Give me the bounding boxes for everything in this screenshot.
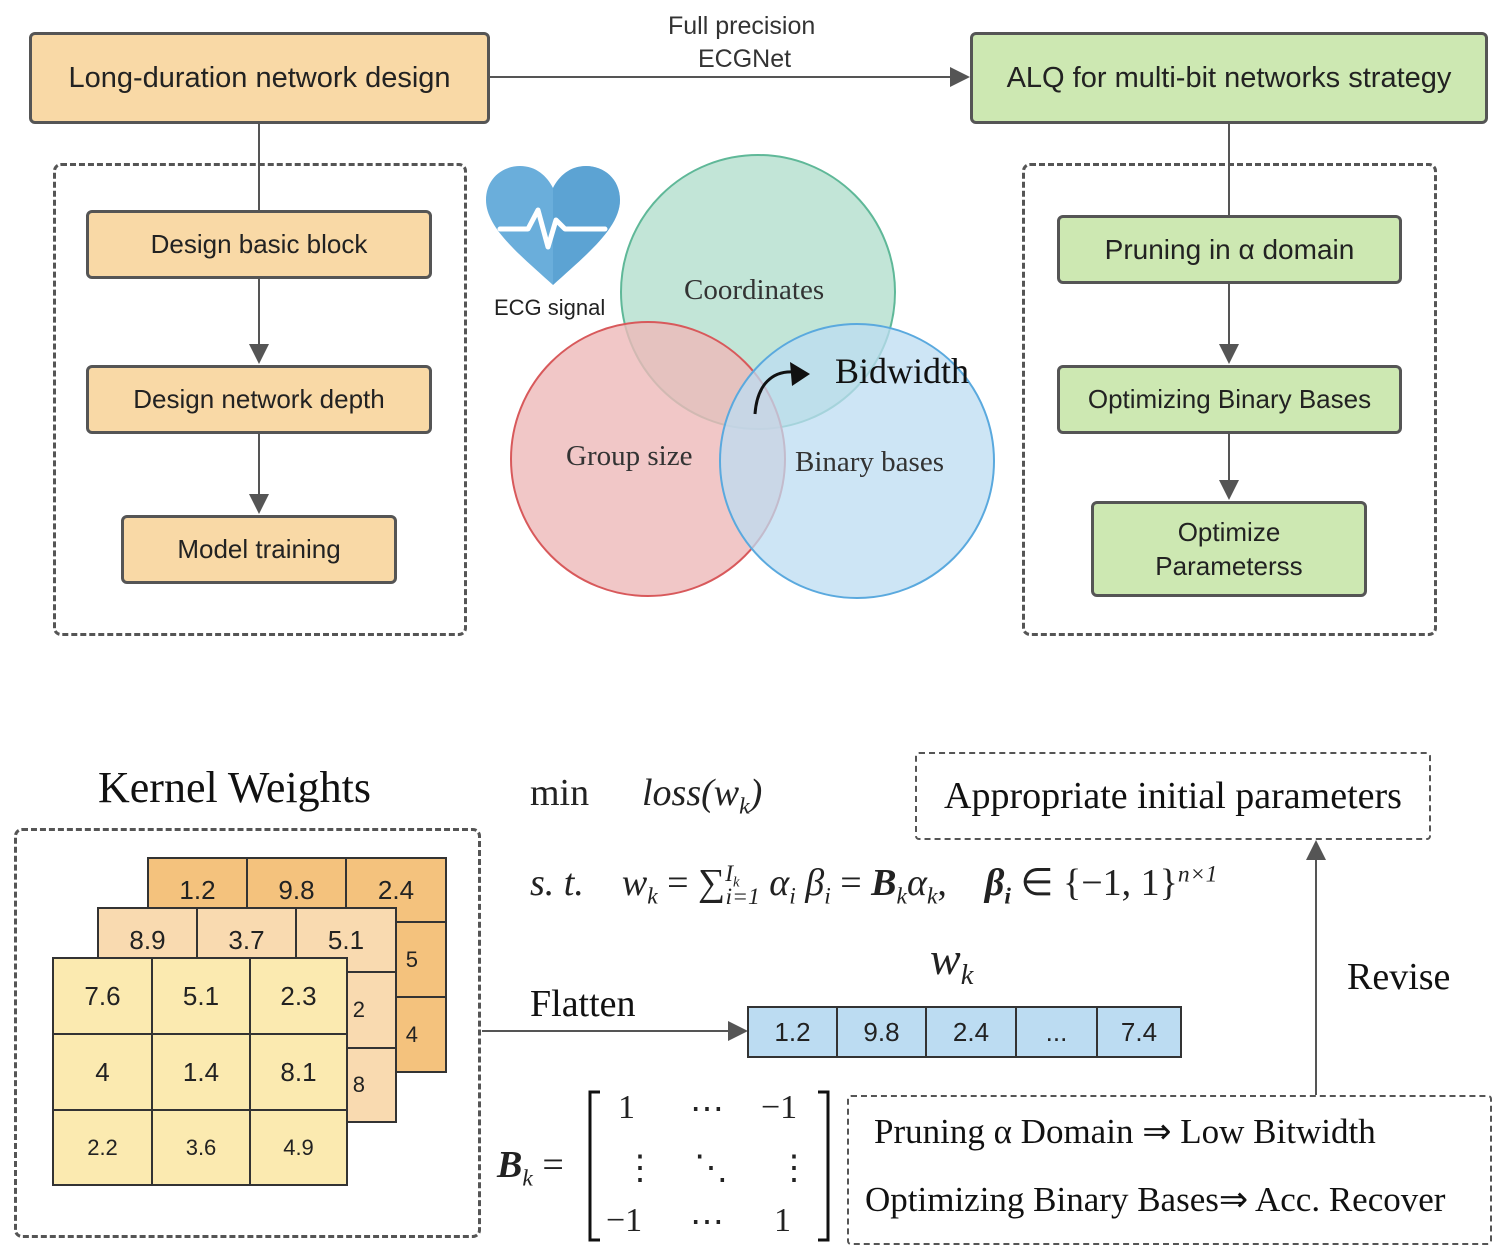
matrix-cell: ⋱ (694, 1150, 728, 1187)
optimize-parameters-box: Optimize Parameterss (1091, 501, 1367, 597)
kernel-cell: 8.1 (249, 1033, 348, 1111)
kernel-cell: 5.1 (151, 957, 251, 1035)
matrix-cell: 1 (774, 1202, 791, 1239)
venn-group-size-label: Group size (566, 440, 693, 472)
venn-binary-bases-label: Binary bases (795, 446, 944, 478)
right-dashed-group (1022, 163, 1437, 636)
kernel-cell: 4 (52, 1033, 153, 1111)
heart-icon (486, 166, 620, 285)
matrix-cell: ⋮ (777, 1150, 811, 1187)
optimizing-binary-bases-box: Optimizing Binary Bases (1057, 365, 1402, 434)
kernel-dashed-group (14, 828, 481, 1238)
matrix-cell: −1 (761, 1089, 798, 1126)
pruning-optimizing-box: Pruning α Domain ⇒ Low Bitwidth Optimizi… (847, 1095, 1492, 1245)
wk-letter: w (930, 933, 961, 984)
ecg-signal-label: ECG signal (494, 295, 606, 320)
long-duration-network-design-box: Long-duration network design (29, 32, 490, 124)
venn-binary-bases-circle (719, 323, 995, 599)
wk-label: wk (930, 932, 973, 992)
alq-label: ALQ for multi-bit networks strategy (1006, 61, 1452, 94)
equation-constraint: s. t. wk = ∑Iki=1 αi βi = Bkαk, βi ∈ {−1… (530, 861, 1218, 910)
arrow-label-ecgnet: ECGNet (698, 45, 792, 73)
kernel-cell: 2.2 (52, 1109, 153, 1186)
pruning-alpha-label: Pruning in α domain (1104, 233, 1355, 265)
matrix-cell: 1 (618, 1089, 635, 1126)
kernel-weights-title: Kernel Weights (98, 763, 372, 812)
matrix-cell: −1 (606, 1202, 643, 1239)
design-basic-block-label: Design basic block (150, 229, 368, 259)
matrix-cell: ⋯ (690, 1204, 724, 1241)
eq-min-word: min (530, 772, 590, 814)
bidwidth-arrowhead (790, 362, 810, 386)
appropriate-params-box: Appropriate initial parameters (915, 752, 1431, 840)
appropriate-params-label: Appropriate initial parameters (944, 775, 1402, 817)
matrix-sub: k (522, 1165, 533, 1192)
matrix-left-bracket (588, 1090, 600, 1242)
eq-loss-text: loss(w (642, 772, 740, 814)
vector-cell: 9.8 (836, 1006, 927, 1058)
model-training-label: Model training (177, 534, 341, 564)
matrix-b: B (497, 1144, 523, 1186)
matrix-cell: ⋮ (623, 1150, 657, 1187)
vector-cell: ... (1015, 1006, 1098, 1058)
flatten-label: Flatten (530, 983, 636, 1025)
venn-bidwidth-label: Bidwidth (835, 351, 970, 391)
long-duration-label: Long-duration network design (68, 61, 451, 94)
pruning-alpha-box: Pruning in α domain (1057, 215, 1402, 284)
left-dashed-group (53, 163, 467, 636)
design-network-depth-label: Design network depth (133, 384, 385, 414)
revise-label: Revise (1347, 956, 1451, 998)
matrix-label: Bk = (497, 1144, 564, 1192)
kernel-cell: 4.9 (249, 1109, 348, 1186)
vector-cell: 2.4 (925, 1006, 1017, 1058)
bidwidth-curved-arrow (753, 370, 796, 415)
kernel-cell: 7.6 (52, 957, 153, 1035)
matrix-right-bracket (818, 1090, 830, 1242)
equation-loss: loss(wk) (642, 772, 763, 820)
equation-min: min (530, 771, 589, 815)
design-network-depth-box: Design network depth (86, 365, 432, 434)
model-training-box: Model training (121, 515, 397, 584)
vector-cell: 1.2 (747, 1006, 838, 1058)
prune-line: Pruning α Domain ⇒ Low Bitwidth (874, 1112, 1376, 1151)
design-basic-block-box: Design basic block (86, 210, 432, 279)
vector-cell: 7.4 (1096, 1006, 1182, 1058)
parameters-label: Parameterss (1155, 551, 1303, 581)
optimizing-binary-bases-label: Optimizing Binary Bases (1087, 384, 1372, 414)
kernel-cell: 2.3 (249, 957, 348, 1035)
wk-sub: k (960, 960, 974, 992)
kernel-cell: 3.6 (151, 1109, 251, 1186)
alq-strategy-box: ALQ for multi-bit networks strategy (970, 32, 1488, 124)
matrix-cell: ⋯ (690, 1091, 724, 1128)
eq-st: s. t. (530, 862, 584, 904)
optimize-label: Optimize (1177, 517, 1281, 547)
eq-loss-sub: k (739, 793, 750, 820)
kernel-cell: 1.4 (151, 1033, 251, 1111)
arrow-label-full-precision: Full precision (668, 12, 816, 40)
opt-line: Optimizing Binary Bases⇒ Acc. Recover (865, 1180, 1446, 1219)
venn-coordinates-label: Coordinates (684, 274, 825, 306)
